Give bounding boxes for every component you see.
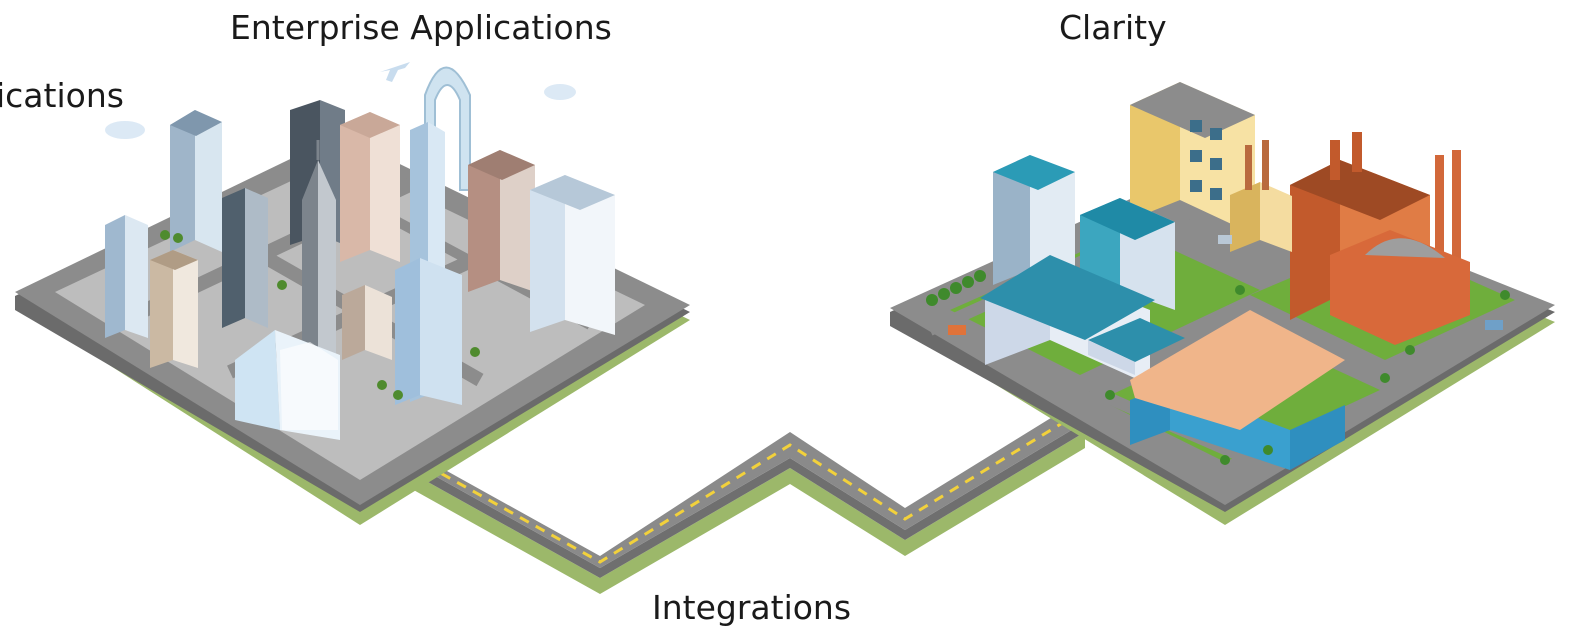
- warehouse: [980, 255, 1155, 385]
- skyscraper: [222, 188, 268, 328]
- integrations-label: Integrations: [652, 588, 852, 627]
- cloud-icon: [105, 84, 576, 139]
- enterprise-city-block: [15, 62, 690, 525]
- skyscraper: [468, 150, 535, 292]
- skyscraper: [340, 112, 400, 262]
- clarity-industrial-block: [890, 82, 1555, 525]
- office-tower: [993, 155, 1075, 285]
- spire-tower: [302, 140, 336, 368]
- airplane-icon: [380, 62, 410, 82]
- cropped-applications-label: ications: [0, 76, 124, 115]
- truck-icon: [948, 235, 1503, 335]
- skyscraper: [530, 175, 615, 335]
- refinery: [1230, 140, 1292, 252]
- skyscraper: [170, 110, 222, 252]
- warehouse: [1080, 198, 1175, 310]
- warehouse: [1088, 318, 1185, 375]
- integration-road: [402, 400, 1085, 594]
- glass-building: [235, 330, 340, 440]
- skyscraper: [395, 258, 462, 405]
- distribution-center: [1130, 310, 1345, 470]
- skyscraper: [105, 215, 148, 338]
- low-building: [342, 285, 392, 360]
- factory: [1290, 132, 1470, 345]
- enterprise-applications-label: Enterprise Applications: [230, 8, 612, 47]
- trees: [160, 230, 480, 400]
- clarity-label: Clarity: [1059, 8, 1167, 47]
- skyscraper: [150, 250, 198, 368]
- trees: [926, 270, 1510, 465]
